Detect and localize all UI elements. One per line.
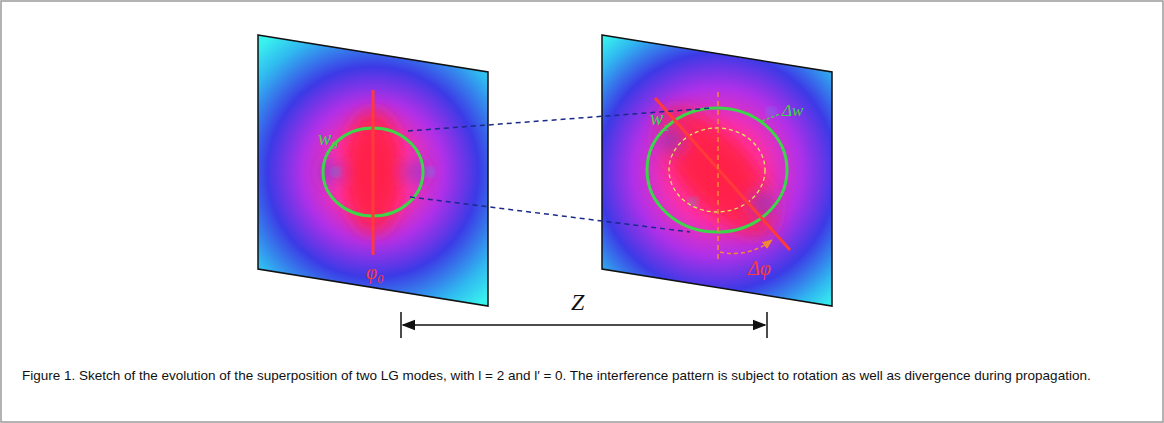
waist-label: w₀ [318, 128, 338, 148]
figure-caption: Figure 1. Sketch of the evolution of the… [22, 366, 1142, 385]
distance-label: Z [571, 290, 584, 314]
angle-label: φ₀ [366, 262, 384, 282]
width-label: w [650, 108, 663, 128]
rotation-label: Δφ [748, 258, 771, 278]
width-change-label: Δw [782, 102, 803, 119]
width-subscript: z [664, 120, 669, 133]
